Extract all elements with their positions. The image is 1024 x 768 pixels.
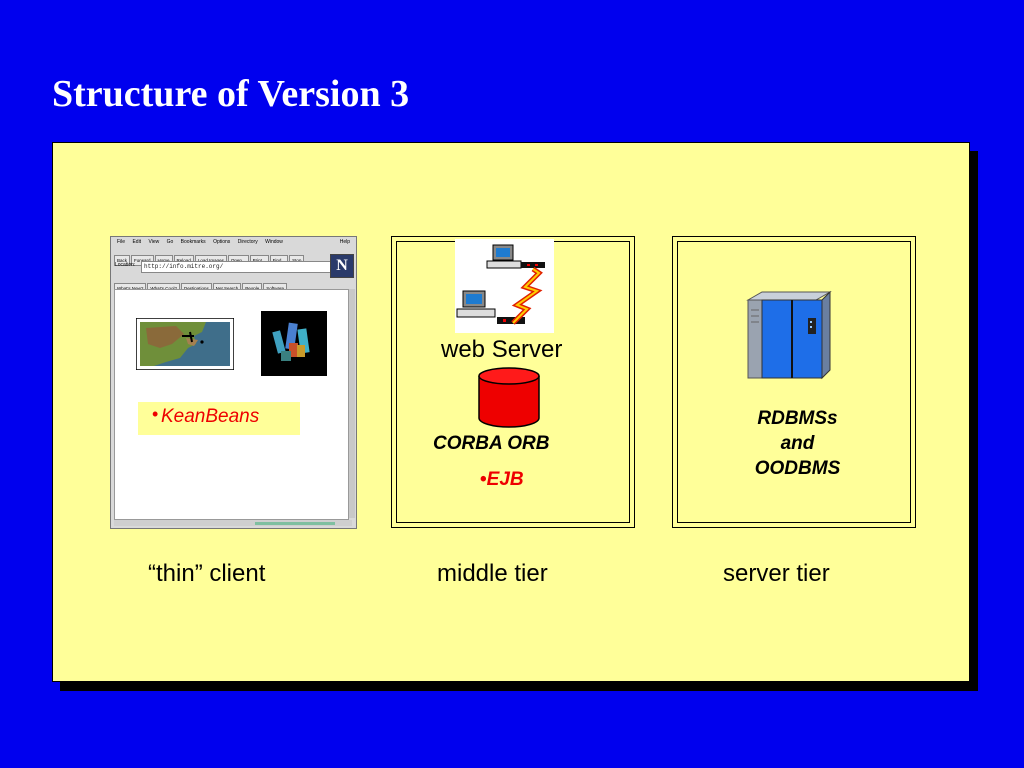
keanbeans-callout: • KeanBeans: [138, 402, 300, 435]
bullet: •: [480, 469, 487, 490]
location-label: Location:: [115, 262, 136, 268]
db-line-rdbms: RDBMSs: [757, 408, 838, 429]
netscape-logo-icon: N: [330, 254, 354, 278]
ejb-item: •EJB: [480, 469, 524, 491]
directory-buttons: What's New?What's Cool?DestinationsNet S…: [114, 277, 288, 294]
browser-statusbar: [114, 520, 352, 526]
browser-menubar: File Edit View Go Bookmarks Options Dire…: [111, 237, 356, 247]
menu-item-bookmarks[interactable]: Bookmarks: [180, 239, 206, 245]
menu-item-help[interactable]: Help: [339, 239, 350, 245]
server-tier-inner-border: [677, 241, 911, 523]
keanbeans-label: KeanBeans: [161, 406, 260, 427]
db-line-oodbms: OODBMS: [754, 458, 841, 479]
server-tier-label: server tier: [723, 560, 830, 587]
menu-item-view[interactable]: View: [148, 239, 160, 245]
corba-orb-label: CORBA ORB: [433, 433, 550, 454]
server-tier-box: [672, 236, 916, 528]
menu-item-options[interactable]: Options: [213, 239, 231, 245]
browser-window: File Edit View Go Bookmarks Options Dire…: [110, 236, 357, 529]
server-cabinet-icon: [746, 290, 832, 380]
menu-item-directory[interactable]: Directory: [237, 239, 258, 245]
menu-item-go[interactable]: Go: [166, 239, 174, 245]
back-button[interactable]: Back: [114, 255, 131, 266]
ejb-label: EJB: [486, 469, 524, 490]
thin-client-label: “thin” client: [148, 560, 266, 587]
database-types-label: RDBMSs and OODBMS: [730, 406, 865, 481]
vertical-scrollbar[interactable]: [349, 289, 355, 518]
browser-toolbar: BackForwardHomeReloadLoad ImagesOpen...P…: [114, 249, 305, 266]
database-cylinder-icon: [478, 367, 540, 428]
map-image: [136, 318, 234, 370]
web-server-label: web Server: [441, 336, 563, 363]
menu-item-file[interactable]: File: [117, 239, 126, 245]
menu-item-edit[interactable]: Edit: [132, 239, 142, 245]
middle-tier-label: middle tier: [437, 560, 548, 587]
progress-bar: [255, 522, 335, 525]
menu-item-window[interactable]: Window: [265, 239, 283, 245]
db-line-and: and: [780, 433, 815, 454]
molecule-image: [261, 311, 327, 376]
network-server-icon: [455, 239, 554, 333]
location-field[interactable]: http://info.mitre.org/: [141, 261, 331, 273]
slide-title: Structure of Version 3: [52, 73, 410, 115]
bullet: •: [152, 404, 159, 424]
